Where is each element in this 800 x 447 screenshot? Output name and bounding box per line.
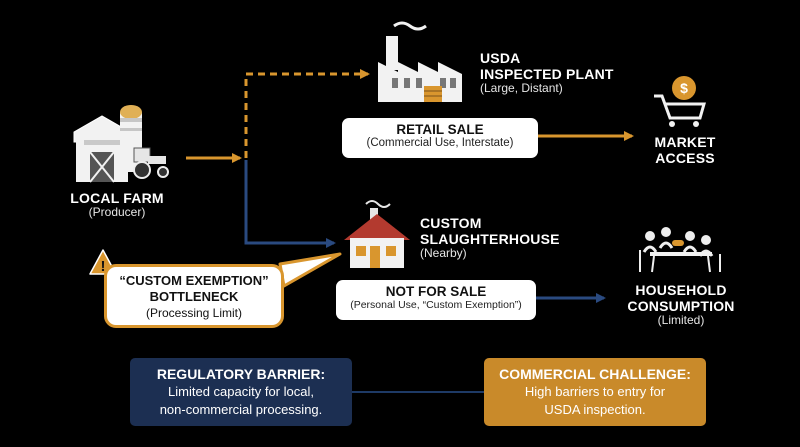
usda-plant-subtitle: (Large, Distant) bbox=[480, 81, 563, 96]
factory-icon bbox=[378, 21, 462, 102]
callout-tail bbox=[278, 252, 342, 288]
callout-subtitle: (Processing Limit) bbox=[145, 306, 243, 321]
svg-text:!: ! bbox=[101, 258, 106, 275]
regulatory-title: REGULATORY BARRIER: bbox=[156, 366, 326, 382]
local-farm-title: LOCAL FARM bbox=[70, 190, 164, 206]
household-subtitle: (Limited) bbox=[657, 313, 705, 328]
household-consumption-label: HOUSEHOLD CONSUMPTION (Limited) bbox=[612, 282, 750, 328]
usda-plant-title-2: INSPECTED PLANT bbox=[480, 66, 614, 83]
callout-line-2: BOTTLENECK bbox=[149, 288, 239, 304]
market-access-title-1: MARKET bbox=[654, 134, 716, 150]
local-farm-subtitle: (Producer) bbox=[88, 205, 146, 220]
connectors bbox=[186, 69, 634, 393]
market-access-label: MARKET ACCESS bbox=[630, 134, 740, 166]
retail-sale-title: RETAIL SALE bbox=[396, 122, 484, 137]
local-farm-label: LOCAL FARM (Producer) bbox=[62, 190, 172, 220]
market-access-title-2: ACCESS bbox=[655, 150, 715, 167]
not-for-sale-subtitle: (Personal Use, “Custom Exemption”) bbox=[350, 299, 522, 311]
retail-sale-subtitle: (Commercial Use, Interstate) bbox=[366, 137, 514, 149]
custom-slaughterhouse-title-1: CUSTOM bbox=[420, 215, 482, 231]
callout-line-1: “CUSTOM EXEMPTION” bbox=[119, 273, 269, 288]
custom-slaughterhouse-title-2: SLAUGHTERHOUSE bbox=[420, 231, 560, 248]
commercial-line-2: USDA inspection. bbox=[544, 402, 646, 418]
regulatory-line-1: Limited capacity for local, bbox=[168, 384, 314, 399]
usda-plant-title-1: USDA bbox=[480, 50, 521, 66]
custom-exemption-callout: “CUSTOM EXEMPTION” BOTTLENECK (Processin… bbox=[104, 264, 284, 328]
shopping-cart-dollar-icon: $ bbox=[654, 76, 706, 127]
svg-text:$: $ bbox=[680, 80, 688, 96]
commercial-line-1: High barriers to entry for bbox=[524, 384, 666, 399]
dashed-to-usda-arrow bbox=[244, 69, 370, 158]
farm-barn-tractor-icon bbox=[73, 105, 169, 183]
regulatory-barrier-panel: REGULATORY BARRIER: Limited capacity for… bbox=[130, 358, 352, 426]
household-title-2: CONSUMPTION bbox=[627, 298, 735, 315]
household-title-1: HOUSEHOLD bbox=[635, 282, 727, 298]
house-icon bbox=[344, 200, 410, 268]
custom-slaughterhouse-subtitle: (Nearby) bbox=[420, 246, 467, 261]
commercial-title: COMMERCIAL CHALLENGE: bbox=[499, 366, 691, 382]
retail-sale-box: RETAIL SALE (Commercial Use, Interstate) bbox=[342, 118, 538, 158]
regulatory-line-2: non-commercial processing. bbox=[159, 402, 323, 418]
split-to-custom-arrow bbox=[244, 160, 336, 248]
commercial-challenge-panel: COMMERCIAL CHALLENGE: High barriers to e… bbox=[484, 358, 706, 426]
family-dinner-table-icon bbox=[639, 227, 721, 273]
not-for-sale-box: NOT FOR SALE (Personal Use, “Custom Exem… bbox=[336, 280, 536, 320]
custom-slaughterhouse-label: CUSTOM SLAUGHTERHOUSE (Nearby) bbox=[420, 215, 580, 261]
usda-plant-label: USDA INSPECTED PLANT (Large, Distant) bbox=[480, 50, 640, 96]
not-for-sale-title: NOT FOR SALE bbox=[385, 284, 487, 299]
